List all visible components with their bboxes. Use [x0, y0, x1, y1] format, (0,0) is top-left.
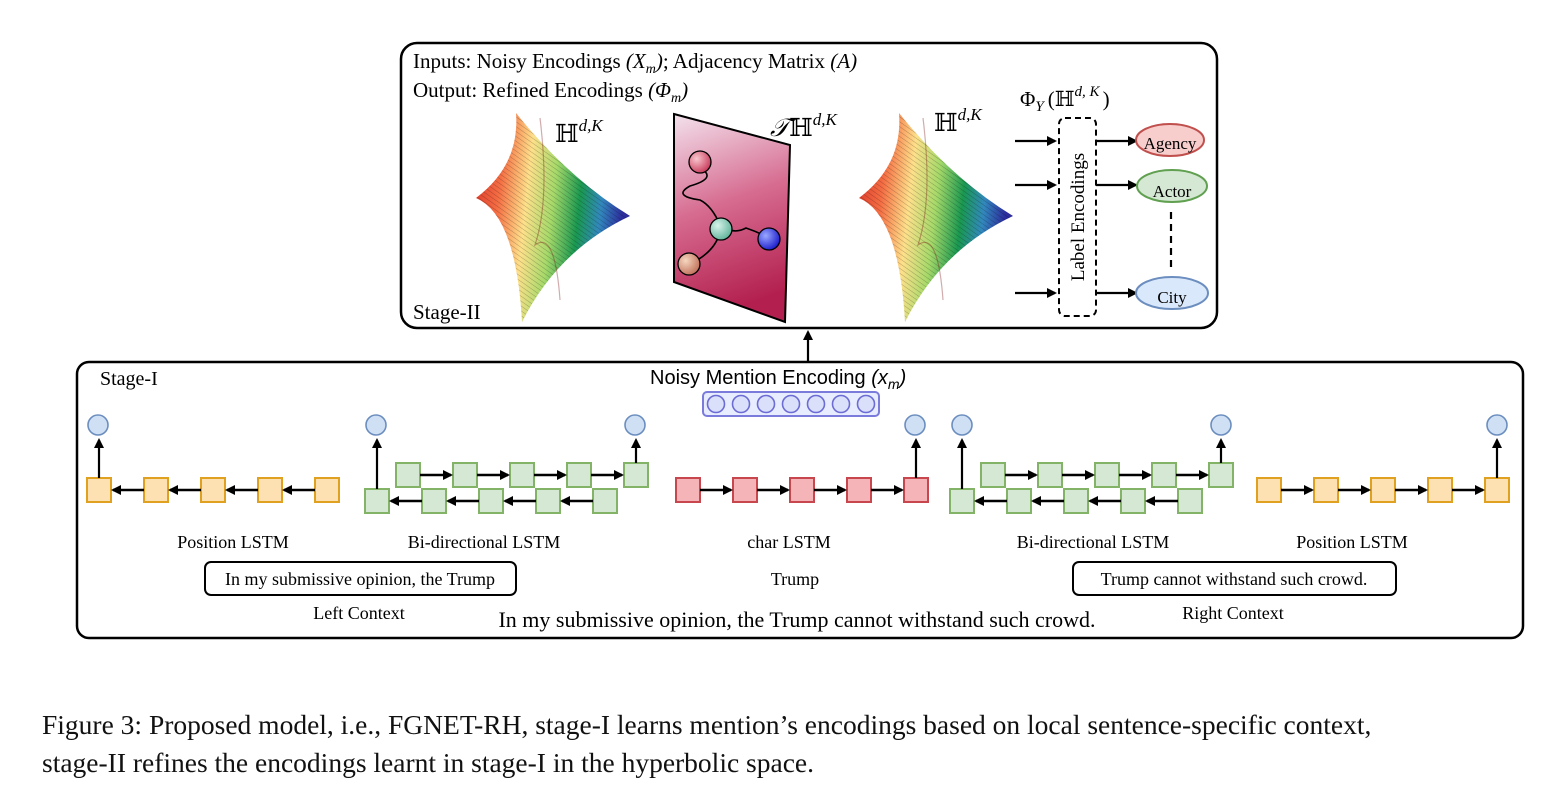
hyperbolic-label-left: ℍd,K	[555, 116, 604, 148]
graph-node-blue	[757, 227, 781, 251]
right-context-label: Right Context	[1182, 603, 1284, 623]
class-city-label: City	[1157, 288, 1187, 307]
position-lstm-right	[1256, 414, 1510, 503]
model-diagram: Inputs: Noisy Encodings (Xm); Adjacency …	[75, 41, 1525, 640]
noisy-encoding-vector	[702, 391, 880, 417]
caption-line-1: Figure 3: Proposed model, i.e., FGNET-RH…	[42, 709, 1372, 740]
graph-node-red	[688, 150, 712, 174]
class-city	[1135, 276, 1209, 310]
mention-text: Trump	[771, 569, 819, 589]
left-context-text: In my submissive opinion, the Trump	[225, 569, 495, 589]
module-label-position-left: Position LSTM	[177, 532, 289, 552]
label-encodings-text: Label Encodings	[1068, 153, 1089, 281]
stage1-label: Stage-I	[100, 368, 158, 390]
caption-line-2: stage-II refines the encodings learnt in…	[42, 747, 814, 778]
left-context-label: Left Context	[313, 603, 404, 623]
output-line: Output: Refined Encodings (Φm)	[413, 78, 688, 106]
phi-y-label: ΦY(ℍd, K)	[1020, 84, 1110, 115]
char-lstm	[675, 414, 929, 503]
inputs-line: Inputs: Noisy Encodings (Xm); Adjacency …	[413, 49, 857, 77]
bilstm-right	[949, 414, 1234, 514]
class-actor	[1136, 169, 1208, 203]
right-context-text: Trump cannot withstand such crowd.	[1101, 569, 1368, 589]
hyperbolic-label-right: ℍd,K	[934, 105, 983, 137]
right-context-box	[1072, 561, 1397, 596]
stage2-label: Stage-II	[413, 300, 481, 324]
class-agency-label: Agency	[1144, 134, 1197, 153]
left-context-box	[204, 561, 517, 596]
module-label-position-right: Position LSTM	[1296, 532, 1408, 552]
hyperbolic-surface-left	[476, 113, 630, 322]
noisy-mention-label: Noisy Mention Encoding (xm)	[650, 367, 906, 392]
hyperbolic-surface-right	[859, 113, 1013, 322]
figure-caption: Figure 3: Proposed model, i.e., FGNET-RH…	[42, 706, 1557, 782]
bilstm-left	[364, 414, 649, 514]
tangent-plane	[673, 112, 792, 324]
stage2-box	[399, 41, 1219, 330]
module-label-bilstm-left: Bi-directional LSTM	[408, 532, 560, 552]
module-label-bilstm-right: Bi-directional LSTM	[1017, 532, 1169, 552]
module-label-char: char LSTM	[747, 532, 830, 552]
tangent-label: 𝒯ℍd,K	[770, 110, 839, 142]
graph-node-orange	[677, 252, 701, 276]
class-actor-label: Actor	[1153, 182, 1192, 201]
graph-node-teal	[709, 217, 733, 241]
input-sentence: In my submissive opinion, the Trump cann…	[498, 607, 1095, 632]
label-encodings-box	[1058, 117, 1097, 317]
class-agency	[1135, 123, 1205, 157]
position-lstm-left	[86, 414, 340, 503]
